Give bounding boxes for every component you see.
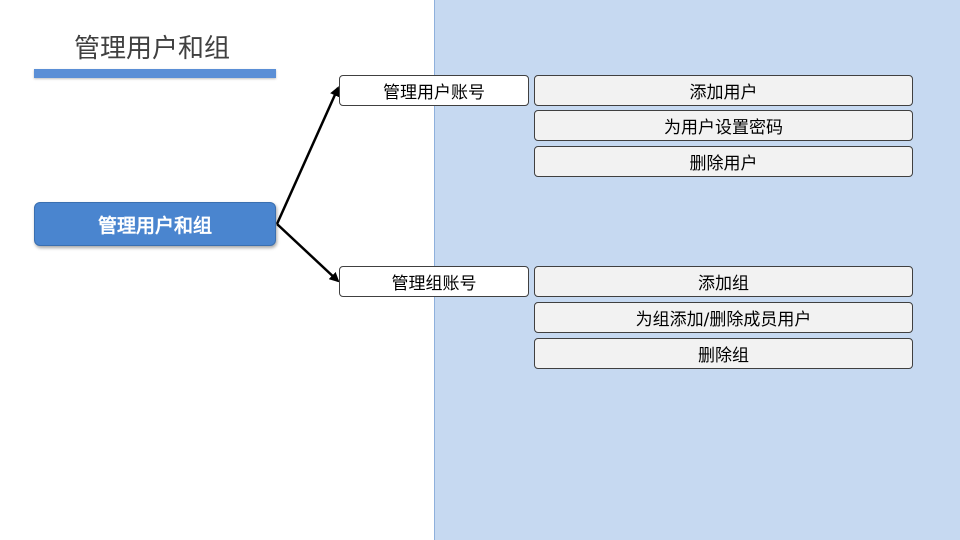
- title-underline: [34, 69, 276, 78]
- arrow-to-group-accounts: [276, 223, 340, 283]
- leaf-set-user-password: 为用户设置密码: [534, 110, 913, 141]
- arrow-to-user-accounts: [275, 86, 340, 225]
- branch-user-accounts: 管理用户账号: [339, 75, 529, 106]
- branch-group-accounts: 管理组账号: [339, 266, 529, 297]
- leaf-add-user: 添加用户: [534, 75, 913, 106]
- slide-title: 管理用户和组: [74, 34, 231, 64]
- leaf-delete-user: 删除用户: [534, 146, 913, 177]
- leaf-delete-group: 删除组: [534, 338, 913, 369]
- leaf-manage-group-members: 为组添加/删除成员用户: [534, 302, 913, 333]
- root-node: 管理用户和组: [34, 202, 276, 246]
- leaf-add-group: 添加组: [534, 266, 913, 297]
